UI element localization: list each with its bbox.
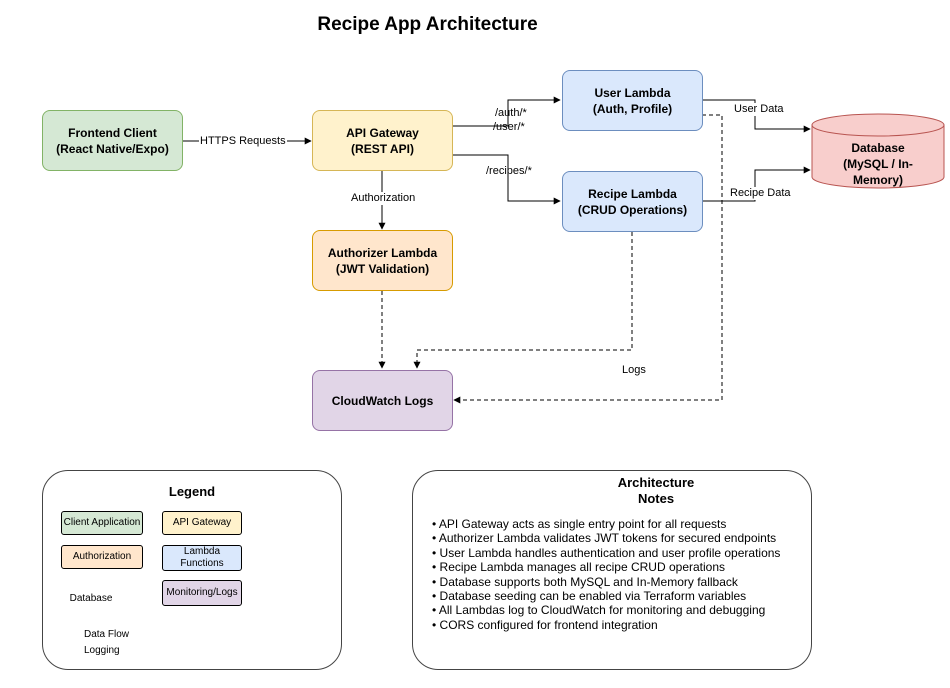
note-item: • All Lambdas log to CloudWatch for moni… bbox=[432, 603, 766, 618]
edge-label-logs: Logs bbox=[622, 364, 646, 376]
legend-item-gateway: API Gateway bbox=[162, 511, 242, 535]
edge-recipe-logs bbox=[413, 232, 633, 369]
node-database-label: Database (MySQL / In- Memory) bbox=[843, 141, 913, 187]
node-recipe-lambda-label: Recipe Lambda (CRUD Operations) bbox=[577, 186, 688, 217]
note-item: • Database seeding can be enabled via Te… bbox=[432, 589, 747, 604]
node-authorizer-lambda[interactable]: Authorizer Lambda (JWT Validation) bbox=[312, 230, 453, 291]
edge-label-recipes: /recipes/* bbox=[486, 165, 532, 177]
node-cloudwatch-label: CloudWatch Logs bbox=[331, 393, 434, 408]
legend-item-authorization: Authorization bbox=[61, 545, 143, 569]
note-item: • CORS configured for frontend integrati… bbox=[432, 617, 658, 632]
edge-label-authorization: Authorization bbox=[350, 192, 417, 205]
edge-label-https: HTTPS Requests bbox=[199, 135, 287, 148]
note-item: • User Lambda handles authentication and… bbox=[432, 545, 781, 560]
node-frontend-client[interactable]: Frontend Client (React Native/Expo) bbox=[42, 110, 183, 171]
note-item: • Recipe Lambda manages all recipe CRUD … bbox=[432, 560, 726, 575]
node-authorizer-label: Authorizer Lambda (JWT Validation) bbox=[327, 245, 438, 276]
edge-recipe-database bbox=[702, 166, 811, 202]
edge-label-user: /user/* bbox=[493, 121, 525, 133]
notes-title: Architecture Notes bbox=[617, 475, 695, 506]
legend-title: Legend bbox=[168, 484, 216, 499]
notes-panel bbox=[412, 470, 812, 670]
diagram-title: Recipe App Architecture bbox=[317, 14, 538, 35]
legend-data-flow-label: Data Flow bbox=[84, 629, 130, 640]
note-item: • API Gateway acts as single entry point… bbox=[432, 517, 727, 531]
note-item: • Database supports both MySQL and In-Me… bbox=[432, 574, 738, 589]
node-gateway-label: API Gateway (REST API) bbox=[346, 125, 419, 156]
legend-item-client: Client Application bbox=[61, 511, 143, 535]
node-recipe-lambda[interactable]: Recipe Lambda (CRUD Operations) bbox=[562, 171, 703, 232]
legend-logging-label: Logging bbox=[84, 645, 120, 656]
database-cylinder bbox=[811, 113, 945, 189]
edge-label-recipe-data: Recipe Data bbox=[729, 187, 792, 200]
node-user-lambda-label: User Lambda (Auth, Profile) bbox=[592, 85, 673, 116]
note-item: • Authorizer Lambda validates JWT tokens… bbox=[432, 531, 777, 546]
node-frontend-label: Frontend Client (React Native/Expo) bbox=[56, 125, 169, 156]
legend-item-monitoring: Monitoring/Logs bbox=[162, 580, 242, 606]
edge-gateway-recipe bbox=[453, 154, 561, 205]
edge-label-auth: /auth/* bbox=[495, 107, 527, 119]
legend-item-lambda: Lambda Functions bbox=[162, 545, 242, 571]
legend-item-database: Database bbox=[69, 593, 113, 604]
node-cloudwatch-logs[interactable]: CloudWatch Logs bbox=[312, 370, 453, 431]
node-user-lambda[interactable]: User Lambda (Auth, Profile) bbox=[562, 70, 703, 131]
edge-gateway-user bbox=[453, 96, 561, 127]
notes-list: • API Gateway acts as single entry point… bbox=[432, 517, 780, 632]
edge-label-user-data: User Data bbox=[733, 103, 785, 116]
edge-user-logs bbox=[453, 114, 723, 404]
node-api-gateway[interactable]: API Gateway (REST API) bbox=[312, 110, 453, 171]
